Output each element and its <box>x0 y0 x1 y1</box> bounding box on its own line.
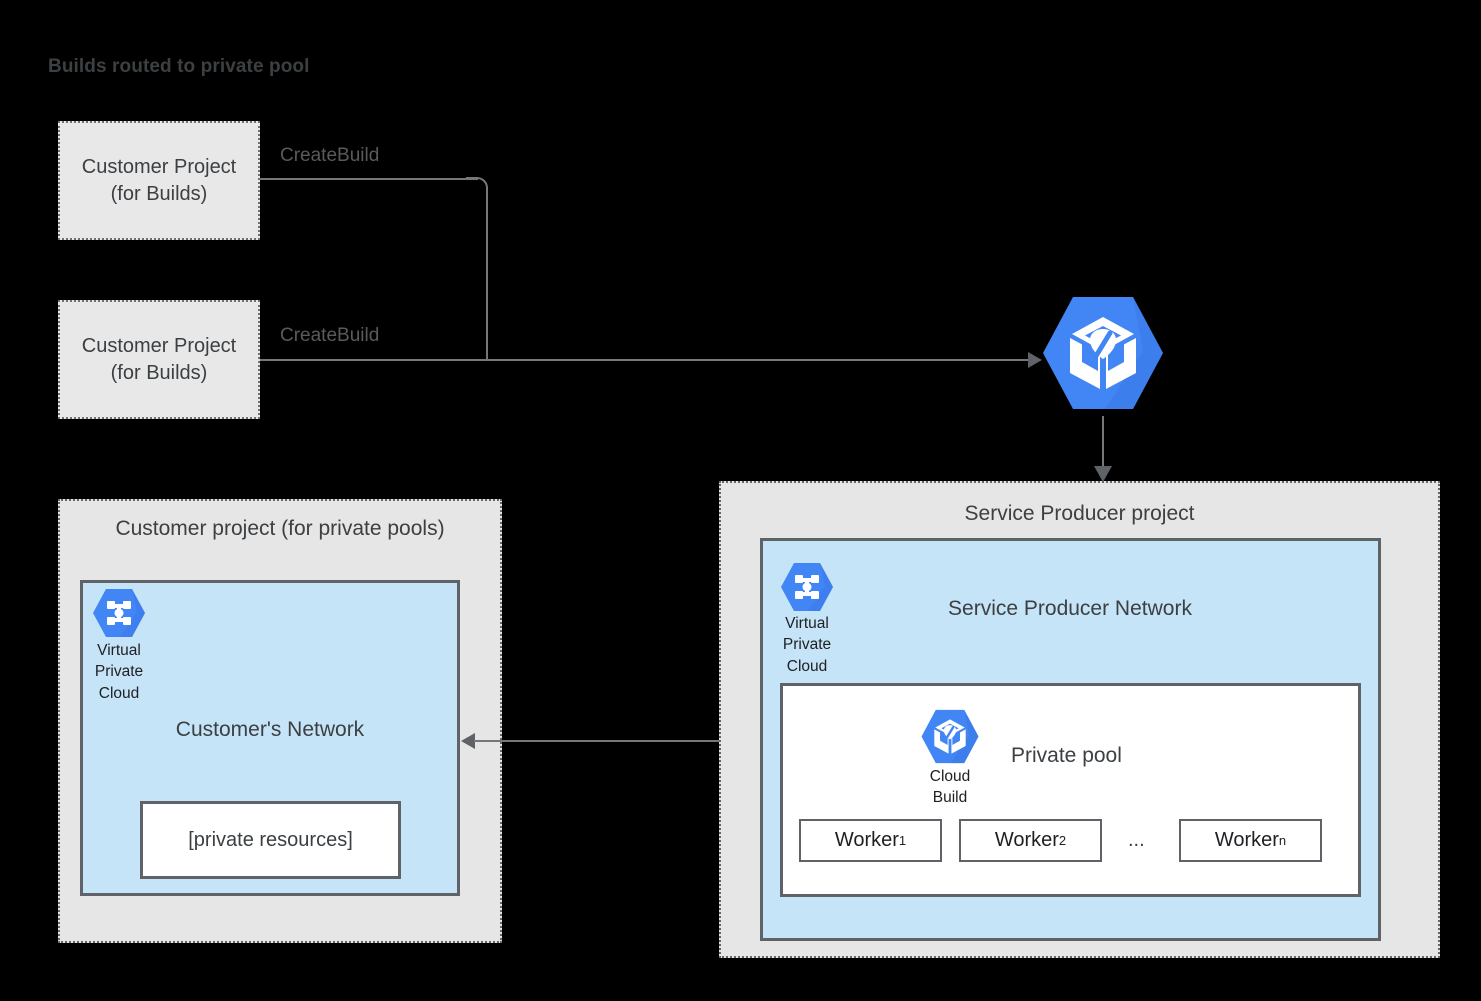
private-pool-cloud-build-caption-line2: Build <box>932 789 968 807</box>
customer-build-project-1-line2: (for Builds) <box>110 182 208 205</box>
private-pool-cloud-build-icon <box>921 708 979 765</box>
worker-n-name: Worker <box>1214 829 1279 851</box>
customer-build-project-2-line1: Customer Project <box>81 334 237 357</box>
virtual-private-cloud-icon <box>93 589 145 637</box>
customer-vpc-caption: Virtual Private Cloud <box>82 640 156 704</box>
create-build-label-2: CreateBuild <box>280 325 380 346</box>
worker-2-name: Worker <box>994 829 1059 851</box>
producer-vpc-icon <box>780 561 834 613</box>
producer-vpc-caption: Virtual Private Cloud <box>770 613 844 677</box>
private-pool-box[interactable] <box>780 683 1361 897</box>
private-pool-cloud-build-caption-line1: Cloud <box>929 768 971 785</box>
page-title: Builds routed to private pool <box>48 56 310 77</box>
connector-service-arrowhead <box>1094 466 1112 482</box>
service-producer-network-title: Service Producer Network <box>948 597 1192 620</box>
connector-build1-horizontal <box>260 178 478 180</box>
worker-n-subscript: n <box>1278 833 1287 848</box>
worker-2-subscript: 2 <box>1058 833 1067 848</box>
connector-build1-vertical <box>486 196 488 360</box>
customer-private-pools-project-title: Customer project (for private pools) <box>115 517 445 540</box>
create-build-label-1: CreateBuild <box>280 145 380 166</box>
service-producer-project-title: Service Producer project <box>964 502 1195 525</box>
peering-arrowhead-left <box>461 733 475 749</box>
private-pool-cloud-build-caption: Cloud Build <box>913 766 987 809</box>
customer-vpc-caption-line2: Private <box>94 663 144 681</box>
customer-build-project-1[interactable]: Customer Project (for Builds) <box>58 121 260 240</box>
workers-ellipsis: ... <box>1128 829 1145 851</box>
connector-build-bus <box>260 359 1032 361</box>
connector-build-bus-arrowhead <box>1028 352 1042 368</box>
worker-1-name: Worker <box>834 829 899 851</box>
private-pool-label: Private pool <box>1011 744 1122 767</box>
connector-build1-corner <box>466 177 488 201</box>
connector-service-vertical <box>1102 416 1104 468</box>
cloud-build-icon <box>921 709 979 764</box>
producer-vpc-caption-line3: Cloud <box>786 657 828 675</box>
virtual-private-cloud-icon <box>781 563 833 611</box>
customer-vpc-caption-line3: Cloud <box>98 684 140 702</box>
producer-vpc-caption-line2: Private <box>782 636 832 654</box>
worker-1-subscript: 1 <box>898 833 907 848</box>
customer-build-project-2-line2: (for Builds) <box>110 361 208 384</box>
cloud-build-service-icon[interactable] <box>1042 293 1164 413</box>
customer-vpc-caption-line1: Virtual <box>97 642 141 659</box>
private-resources-box[interactable]: [private resources] <box>140 801 401 879</box>
producer-vpc-caption-line1: Virtual <box>785 615 829 632</box>
customer-build-project-2[interactable]: Customer Project (for Builds) <box>58 300 260 419</box>
customer-vpc-icon <box>92 587 146 639</box>
customer-build-project-1-line1: Customer Project <box>81 155 237 178</box>
peering-line <box>474 740 754 742</box>
customers-network-title: Customer's Network <box>175 718 365 741</box>
cloud-build-icon <box>1043 297 1163 409</box>
